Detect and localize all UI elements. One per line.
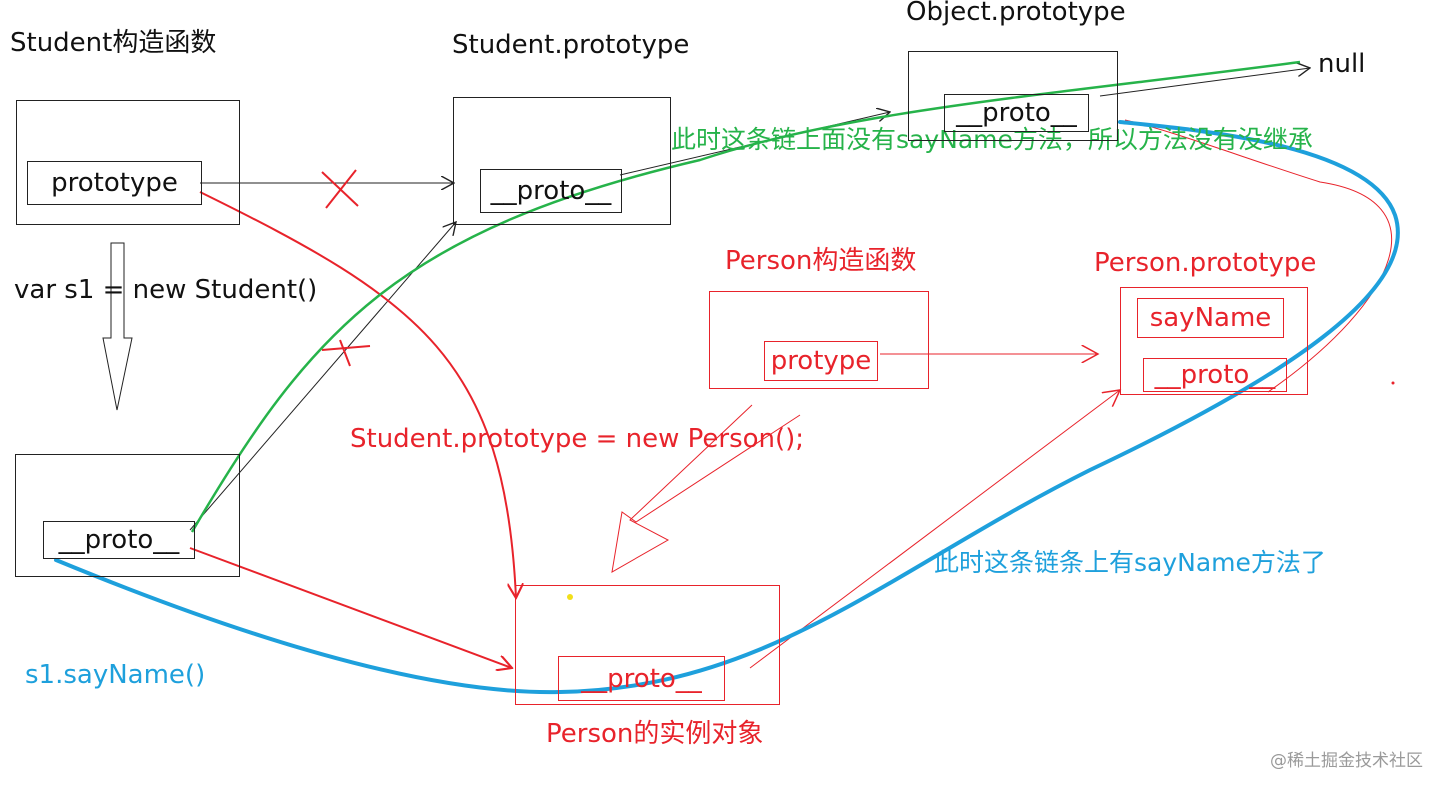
student-proto-title: Student.prototype: [452, 30, 690, 60]
arrow-instance-to-person-proto: [749, 390, 1120, 669]
arrow-object-proto-to-null: [1099, 68, 1310, 97]
object-proto-title: Object.prototype: [906, 0, 1126, 27]
person-proto-sayname-field: sayName: [1137, 298, 1284, 338]
var-s1-label: var s1 = new Student(): [14, 275, 318, 305]
chain-blue-curve: [54, 120, 1400, 695]
student-ctor-prototype-field: prototype: [27, 161, 202, 205]
null-label: null: [1318, 49, 1366, 79]
arrow-s1-proto-to-person-instance: [189, 547, 512, 668]
student-ctor-title: Student构造函数: [10, 28, 217, 58]
dot-red: [1391, 381, 1395, 385]
broken-link-x-top: [321, 169, 359, 209]
s1-instance-box: [15, 454, 240, 577]
person-proto-proto-field: __proto__: [1143, 358, 1287, 392]
person-proto-box: [1120, 287, 1308, 395]
object-proto-box: [908, 51, 1118, 141]
s1-proto-field: __proto__: [43, 521, 195, 559]
object-proto-proto-field: __proto__: [944, 94, 1089, 132]
person-instance-box: [515, 585, 780, 705]
broken-link-x-middle: [321, 339, 371, 367]
assignment-label: Student.prototype = new Person();: [350, 424, 805, 454]
person-instance-proto-field: __proto__: [558, 656, 725, 701]
curve-person-proto-to-object-proto: [1124, 119, 1393, 393]
dot-yellow: [567, 594, 573, 600]
person-ctor-box: [709, 291, 929, 389]
arrow-person-ctor-to-instance: [611, 404, 801, 573]
student-proto-box: [453, 97, 671, 225]
s1-call-label: s1.sayName(): [25, 660, 206, 690]
person-ctor-title: Person构造函数: [725, 246, 917, 276]
person-instance-title: Person的实例对象: [546, 719, 764, 749]
new-instance-down-arrow: [102, 242, 133, 411]
student-ctor-box: [16, 100, 240, 225]
person-proto-title: Person.prototype: [1094, 248, 1317, 278]
blue-chain-note: 此时这条链条上有sayName方法了: [934, 548, 1326, 577]
watermark: @稀土掘金技术社区: [1270, 751, 1423, 771]
student-proto-proto-field: __proto__: [480, 169, 622, 213]
arrow-prototype-to-person-instance: [199, 191, 516, 598]
chain-green-curve: [190, 60, 1301, 533]
person-ctor-protype-field: protype: [764, 341, 878, 381]
